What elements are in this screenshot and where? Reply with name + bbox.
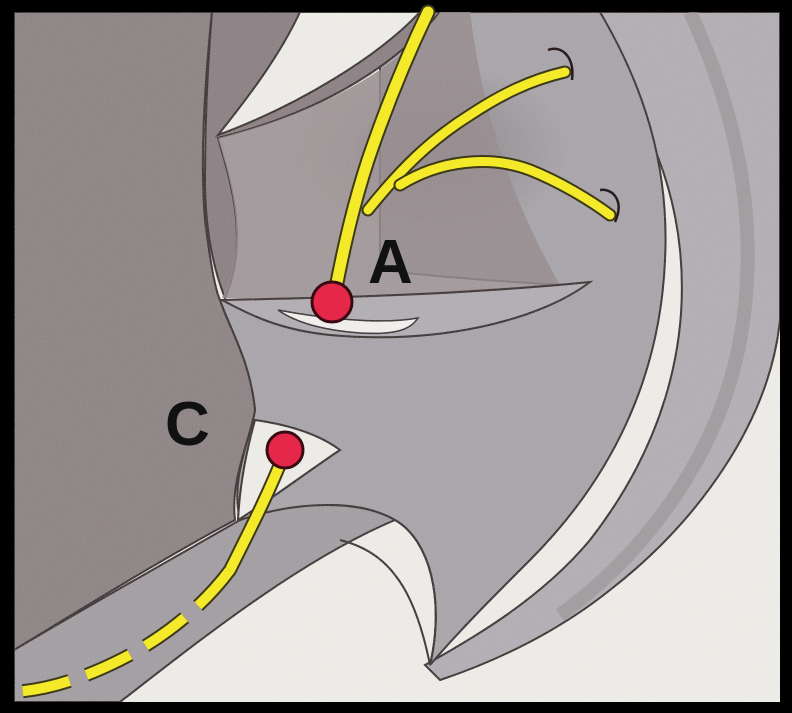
illustration-body [14,12,780,702]
label-a: A [368,228,413,297]
marker-a [312,282,352,322]
label-c: C [165,390,210,459]
marker-c [267,432,303,468]
